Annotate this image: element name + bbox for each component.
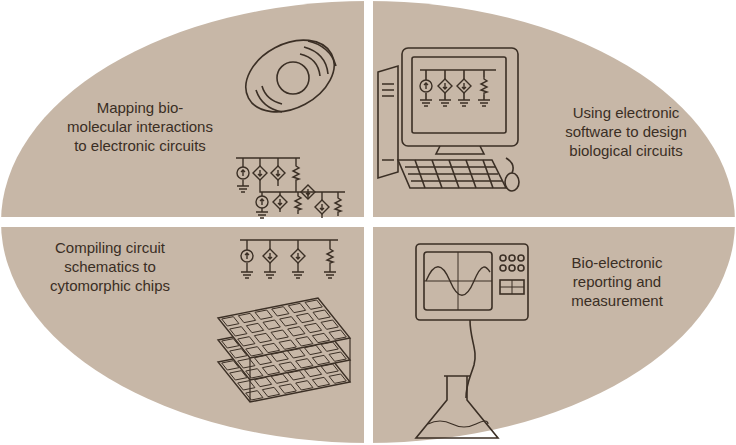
cell-circuit xyxy=(236,158,345,218)
dependent-source xyxy=(301,185,315,199)
chip-cell xyxy=(312,377,329,386)
chip-cell xyxy=(222,317,239,326)
ground-symbol xyxy=(439,100,451,106)
ground-symbol xyxy=(420,100,432,106)
dependent-source xyxy=(253,166,267,180)
chip-cell xyxy=(262,387,279,396)
chip-cell xyxy=(288,327,305,336)
chip-cell xyxy=(262,343,279,352)
ground-symbol xyxy=(324,272,336,278)
chip-cell xyxy=(271,330,288,339)
chip-cell xyxy=(296,381,313,390)
dependent-source xyxy=(273,195,287,209)
resistor-symbol xyxy=(335,196,341,214)
ground-symbol xyxy=(478,100,490,106)
chip-cell xyxy=(312,333,329,342)
chip-cell xyxy=(329,330,346,339)
chip-cell xyxy=(279,340,296,349)
resistor-symbol xyxy=(481,77,487,95)
current-source xyxy=(237,167,249,179)
chip-cell xyxy=(279,362,296,371)
dependent-source xyxy=(271,166,285,180)
chip-cell xyxy=(246,323,263,332)
ground-symbol xyxy=(237,186,249,192)
panel-caption: Using electronic software to design biol… xyxy=(551,103,701,160)
quadrant-panel: Compiling circuit schematics to cytomorp… xyxy=(0,227,364,445)
cell-drawing xyxy=(233,26,346,127)
chip-cell xyxy=(296,359,313,368)
chip-cell xyxy=(238,313,255,322)
resistor-symbol xyxy=(293,164,299,182)
chip-cell xyxy=(312,355,329,364)
dependent-source xyxy=(263,249,277,263)
quadrant-panel: Using electronic software to design biol… xyxy=(373,0,736,217)
current-source xyxy=(256,196,268,208)
chip-cell xyxy=(246,391,263,400)
panel-caption: Bio-electronic reporting and measurement xyxy=(558,253,676,310)
dependent-source xyxy=(291,249,305,263)
chip-cell xyxy=(321,320,338,329)
chip-cell xyxy=(262,365,279,374)
chip-cell xyxy=(238,381,255,390)
chip-cell xyxy=(329,374,346,383)
ground-symbol xyxy=(264,272,276,278)
dependent-source xyxy=(457,79,471,93)
ground-symbol xyxy=(292,272,304,278)
chip-cell xyxy=(288,303,305,312)
resistor-symbol xyxy=(295,194,301,212)
panel-caption: Compiling circuit schematics to cytomorp… xyxy=(35,238,185,295)
chip-cell xyxy=(313,310,330,319)
chip-stack xyxy=(218,298,350,402)
quadrant-panel: Mapping bio-molecular interactions to el… xyxy=(0,0,364,217)
panel-caption: Mapping bio-molecular interactions to el… xyxy=(65,98,215,155)
quadrant-panel: Bio-electronic reporting and measurement xyxy=(373,227,736,445)
chip-cell xyxy=(329,352,346,361)
chip-cell xyxy=(263,320,280,329)
chip-layer xyxy=(218,298,350,358)
chip-cell xyxy=(305,300,322,309)
chip-cell xyxy=(304,323,321,332)
chip-cell xyxy=(238,337,255,346)
chip-cell xyxy=(279,384,296,393)
chip-cell xyxy=(272,307,289,316)
ground-symbol xyxy=(458,100,470,106)
chip-cell xyxy=(280,317,297,326)
chip-cell xyxy=(296,313,313,322)
oscilloscope xyxy=(416,244,528,438)
dependent-source xyxy=(438,79,452,93)
computer-drawing xyxy=(378,48,519,191)
chip-cell xyxy=(254,333,271,342)
ground-symbol xyxy=(241,272,253,278)
ground-symbol xyxy=(256,212,268,218)
resistor-symbol xyxy=(327,247,333,265)
chip-cell xyxy=(255,310,272,319)
chip-cell xyxy=(246,369,263,378)
chip-cell xyxy=(246,347,263,356)
current-source xyxy=(241,250,253,262)
current-source xyxy=(420,80,432,92)
dependent-source xyxy=(315,200,329,214)
schematic xyxy=(240,240,338,272)
chip-cell xyxy=(238,359,255,368)
chip-cell xyxy=(296,337,313,346)
chip-cell xyxy=(230,327,247,336)
